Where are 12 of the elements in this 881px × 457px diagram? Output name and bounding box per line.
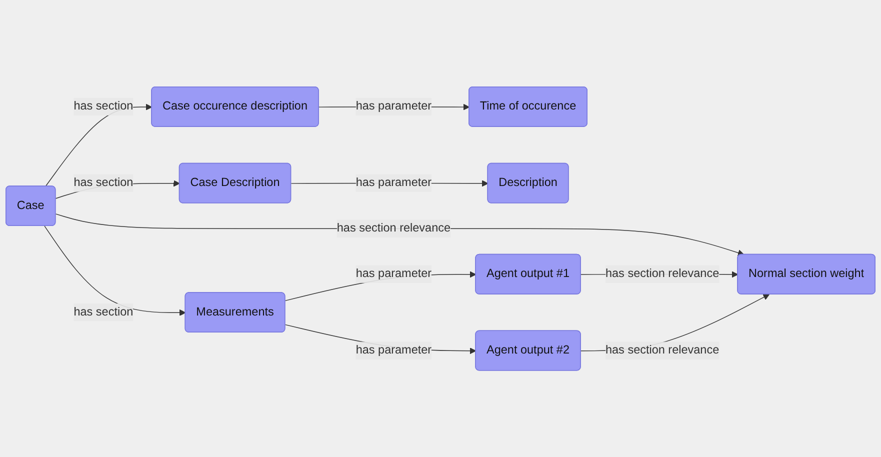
edge-label: has section bbox=[74, 176, 134, 189]
edge-label: has parameter bbox=[356, 176, 432, 189]
edge-label: has section bbox=[74, 306, 134, 318]
arrow bbox=[55, 213, 744, 256]
edge-label: has section bbox=[74, 100, 134, 112]
arrow bbox=[44, 226, 186, 316]
edge-label: has section relevance bbox=[605, 267, 720, 280]
edge-label: has section relevance bbox=[605, 344, 720, 356]
edge-label: has section relevance bbox=[336, 222, 451, 234]
edge-label: has parameter bbox=[356, 267, 432, 280]
edge-label: has parameter bbox=[356, 344, 432, 356]
edge-label: has parameter bbox=[356, 100, 432, 112]
